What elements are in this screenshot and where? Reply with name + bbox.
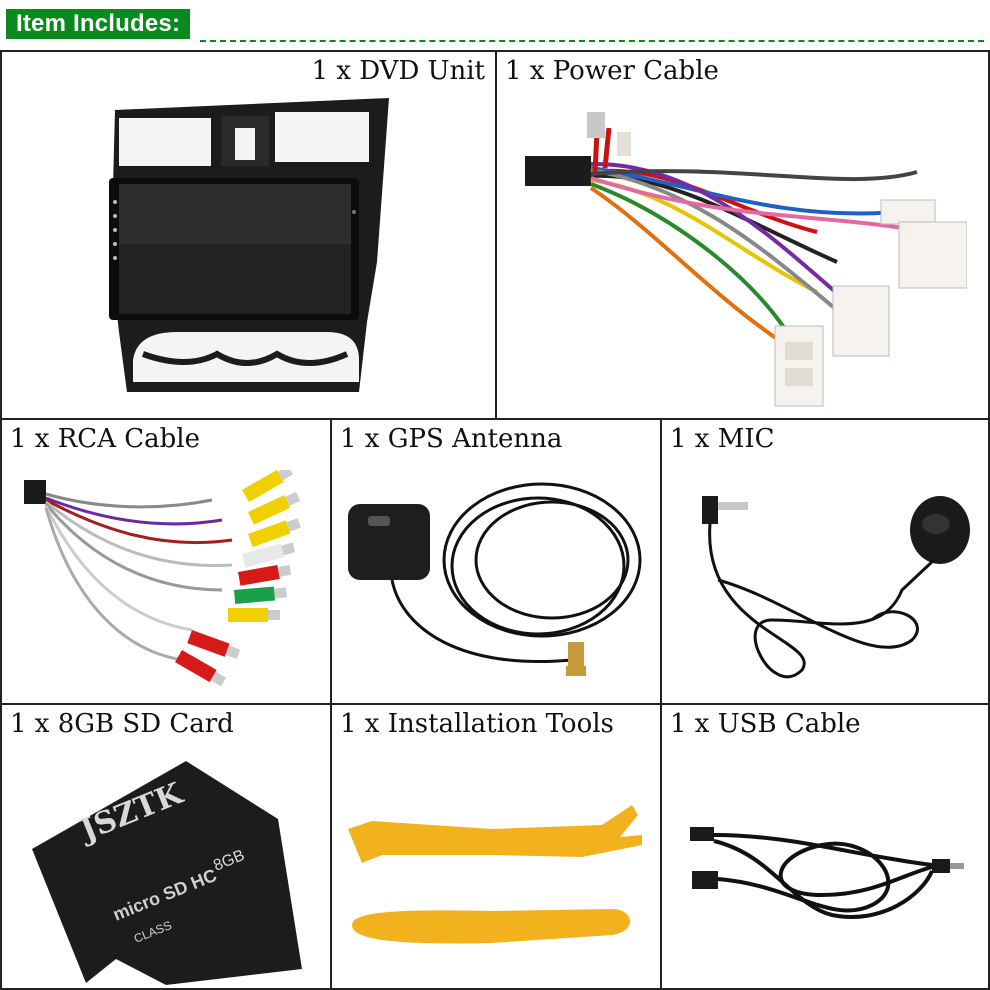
item-label: 1 x RCA Cable <box>10 424 200 454</box>
item-label: 1 x DVD Unit <box>311 56 485 86</box>
item-mic: 1 x MIC <box>660 418 990 705</box>
item-power-cable: 1 x Power Cable <box>495 50 990 420</box>
header-banner: Item Includes: <box>0 0 990 46</box>
item-sd-card: 1 x 8GB SD Card JSZTK 8GB micro SD HC CL… <box>0 703 332 990</box>
item-installation-tools: 1 x Installation Tools <box>330 703 662 990</box>
mic-image <box>702 496 970 679</box>
dvd-unit-image <box>109 98 389 392</box>
rca-plugs <box>175 470 301 687</box>
rca-cable-image <box>24 470 301 687</box>
installation-tools-image <box>348 805 642 944</box>
item-label: 1 x Installation Tools <box>340 709 614 739</box>
item-label: 1 x Power Cable <box>505 56 719 86</box>
power-cable-image <box>525 112 967 407</box>
item-label: 1 x GPS Antenna <box>340 424 563 454</box>
item-label: 1 x USB Cable <box>670 709 861 739</box>
item-includes-title: Item Includes: <box>6 9 191 39</box>
usb-cable-image <box>690 827 964 919</box>
item-usb-cable: 1 x USB Cable <box>660 703 990 990</box>
item-label: 1 x 8GB SD Card <box>10 709 234 739</box>
item-rca-cable: 1 x RCA Cable <box>0 418 332 705</box>
item-gps-antenna: 1 x GPS Antenna <box>330 418 662 705</box>
gps-antenna-image <box>348 482 642 676</box>
items-grid: 1 x DVD Unit 1 x Power Cable <box>0 50 990 990</box>
sd-card-image: JSZTK 8GB micro SD HC CLASS <box>32 761 302 985</box>
dashed-divider <box>200 40 984 42</box>
item-label: 1 x MIC <box>670 424 775 454</box>
item-dvd-unit: 1 x DVD Unit <box>0 50 497 420</box>
